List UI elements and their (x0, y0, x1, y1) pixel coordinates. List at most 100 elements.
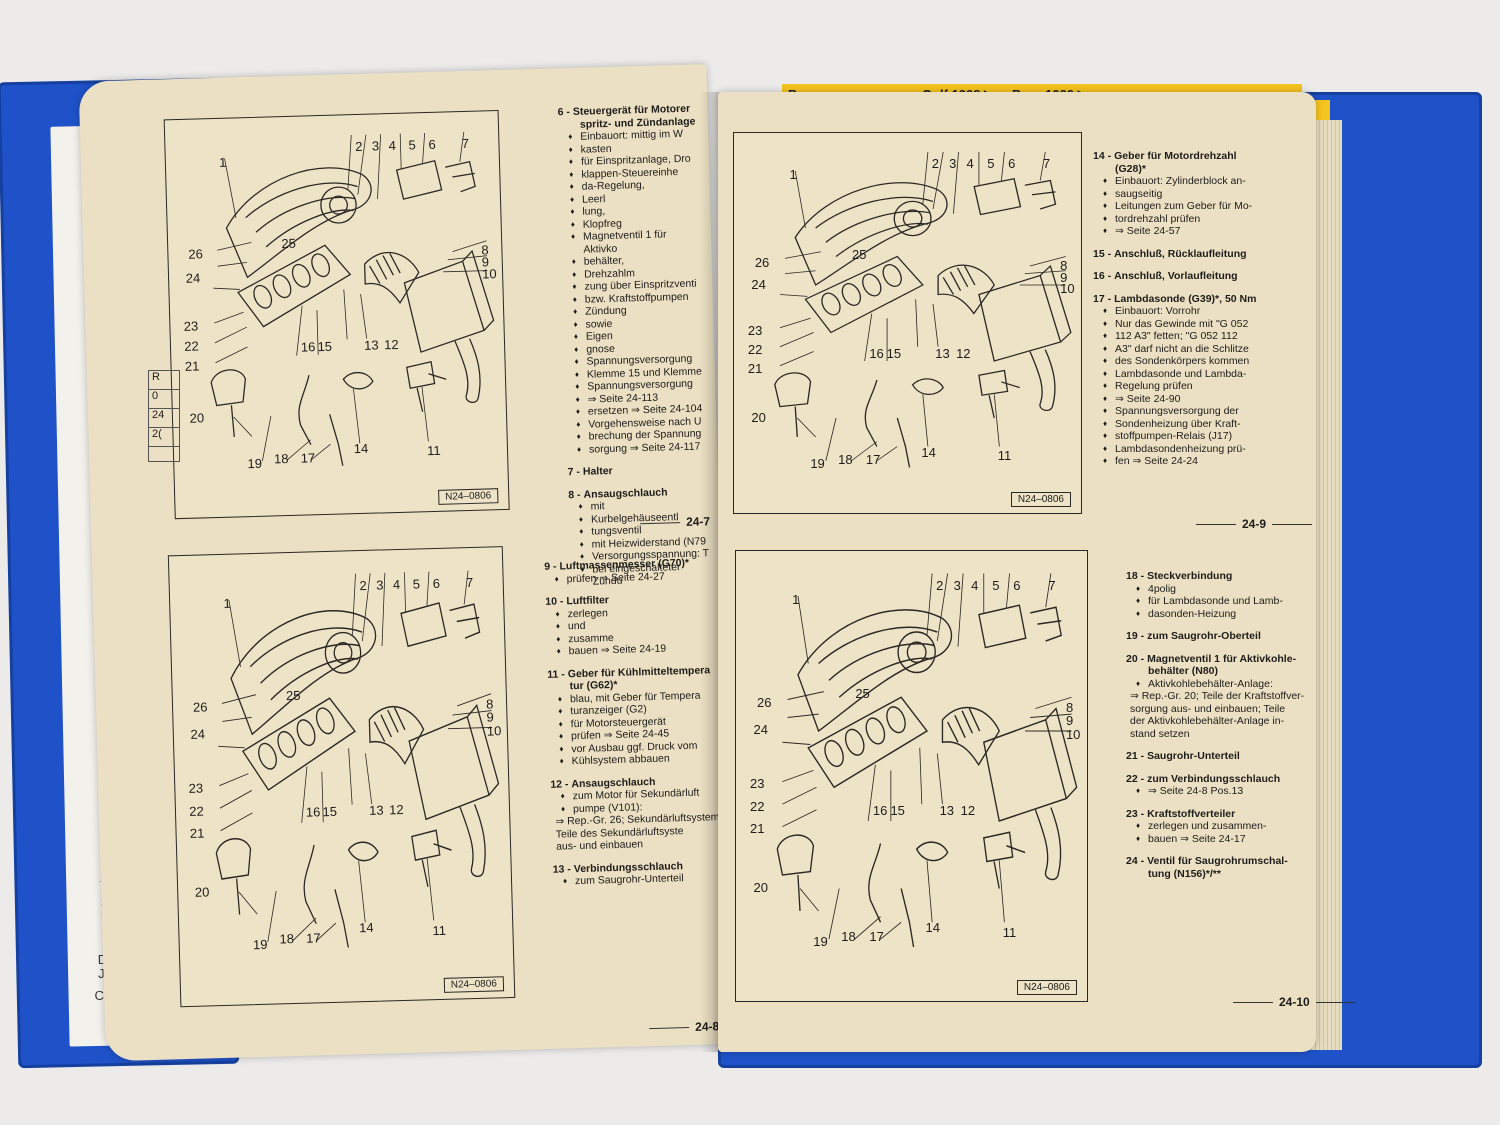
figure-callout-19: 19 (247, 456, 263, 472)
leader-line (321, 771, 324, 823)
figure-callout-3: 3 (949, 155, 957, 171)
figure-callout-5: 5 (412, 576, 421, 592)
figure-callout-16: 16 (305, 804, 321, 820)
exploded-view-drawing (774, 151, 1072, 468)
manifold-runner-lines (815, 196, 934, 257)
air-hose-shape (364, 252, 420, 305)
figure-callout-11: 11 (426, 443, 441, 459)
leader-line (213, 287, 240, 290)
leader-line (357, 134, 367, 195)
legend-entry-detail: dasonden-Heizung (1126, 608, 1336, 621)
legend-entry-title: 14 -Geber für Motordrehzahl (1093, 150, 1281, 163)
legend-entry-detail: 4polig (1126, 583, 1336, 596)
figure-callout-19: 19 (813, 933, 828, 949)
throttle-bore-shape (906, 641, 927, 664)
figure-callout-10: 10 (481, 266, 497, 282)
legend-entry-label-cont: behälter (N80) (1148, 665, 1219, 677)
figure-callout-18: 18 (273, 451, 289, 467)
leader-line (796, 417, 816, 438)
leader-line (926, 573, 933, 636)
air-filter-housing-shape (408, 715, 490, 821)
figure-callout-9: 9 (1065, 713, 1074, 728)
legend-entry-title: 15 -Anschluß, Rücklaufleitung (1093, 248, 1281, 261)
leader-line (936, 573, 949, 642)
figure-callout-17: 17 (300, 450, 316, 466)
legend-entry-label: Geber für Motordrehzahl (1114, 150, 1237, 162)
leader-line (351, 573, 356, 636)
figure-callout-13: 13 (363, 337, 379, 353)
connector-shape (978, 369, 1020, 419)
control-unit-shape (395, 159, 443, 200)
leader-line (221, 694, 257, 704)
legend-entry-detail: stoffpumpen-Relais (J17) (1093, 430, 1281, 443)
leader-line (404, 572, 406, 612)
leader-line (347, 135, 352, 190)
legend-entry-label: Anschluß, Rücklaufleitung (1114, 247, 1247, 260)
legend-entry: 7 -Halter (567, 462, 707, 478)
control-unit-shape (400, 602, 447, 648)
legend-entry-number: 22 - (1126, 772, 1145, 785)
legend-entry-detail: Nur das Gewinde mit "G 052 (1093, 318, 1281, 331)
figure-callout-13: 13 (939, 803, 955, 818)
legend-entry-number: 19 - (1126, 630, 1145, 642)
legend-entry-number: 15 - (1093, 247, 1112, 260)
leader-line (214, 326, 248, 344)
leader-line (1006, 573, 1010, 608)
legend-entry-detail: A3" darf nicht an die Schlitze (1093, 343, 1281, 356)
leader-line (797, 595, 809, 664)
leader-line (1029, 256, 1066, 267)
figure-code: N24–0806 (1010, 492, 1071, 507)
leader-line (381, 572, 386, 647)
leader-line (217, 261, 248, 267)
legend-entry-label-cont: (G28)* (1115, 162, 1146, 175)
legend-entry: 12 -Ansaugschlauchzum Motor für Sekundär… (550, 774, 722, 854)
air-hose-shape (941, 706, 1001, 767)
figure-callout-10: 10 (1065, 726, 1081, 742)
manifold-port-shape (277, 730, 297, 758)
throttle-bore-shape (902, 209, 923, 228)
hose-ribs-shape (369, 253, 401, 284)
leader-line (360, 293, 368, 339)
throttle-bore-shape (329, 195, 348, 215)
throttle-body-shape (897, 631, 936, 674)
figure-callout-14: 14 (353, 441, 369, 457)
figure-callout-26: 26 (192, 699, 208, 715)
solenoid-valve-shape (776, 834, 815, 876)
legend-entry-number: 7 - (567, 465, 581, 479)
leader-line (422, 132, 426, 163)
manifold-lower-shape (804, 255, 924, 334)
figure-callout-25: 25 (855, 686, 870, 701)
figure-callout-18: 18 (841, 929, 856, 944)
leader-line (1000, 151, 1005, 181)
cover-table-cell: 24 (149, 409, 179, 428)
leader-line (782, 786, 817, 805)
leader-line (353, 388, 361, 444)
figure-callout-16: 16 (872, 803, 888, 818)
manifold-port-shape (315, 707, 335, 735)
legend-entry-label: zum Saugrohr-Oberteil (1147, 630, 1261, 642)
solenoid-valve-shape (215, 838, 252, 880)
legend-entry-title: 23 -Kraftstoffverteiler (1126, 808, 1336, 821)
leader-line (825, 417, 837, 461)
leader-line (779, 351, 814, 367)
leader-line (779, 317, 811, 329)
legend-entry-detail: Leitungen zum Geber für Mo- (1093, 200, 1281, 213)
leader-line (358, 860, 366, 923)
legend-entry-detail: 112 A3" fetten; "G 052 112 (1093, 330, 1281, 343)
legend-entry-detail: Lambdasonde und Lambda- (1093, 368, 1281, 381)
figure-callout-15: 15 (322, 803, 338, 820)
figure-code: N24–0806 (1016, 980, 1077, 995)
throttle-bore-shape (333, 641, 353, 664)
leader-line (787, 691, 824, 700)
air-hose-shape (368, 705, 425, 765)
exploded-view-drawing (776, 573, 1078, 948)
hose-ribs-shape (373, 707, 406, 743)
figure-callout-23: 23 (750, 776, 765, 791)
legend-entry-number: 9 - (544, 560, 557, 573)
air-filter-side-shape (1045, 707, 1078, 800)
lambda-probe-shape (900, 888, 915, 948)
leader-line (399, 133, 402, 169)
legend-entry-title: 16 -Anschluß, Vorlaufleitung (1093, 270, 1281, 283)
